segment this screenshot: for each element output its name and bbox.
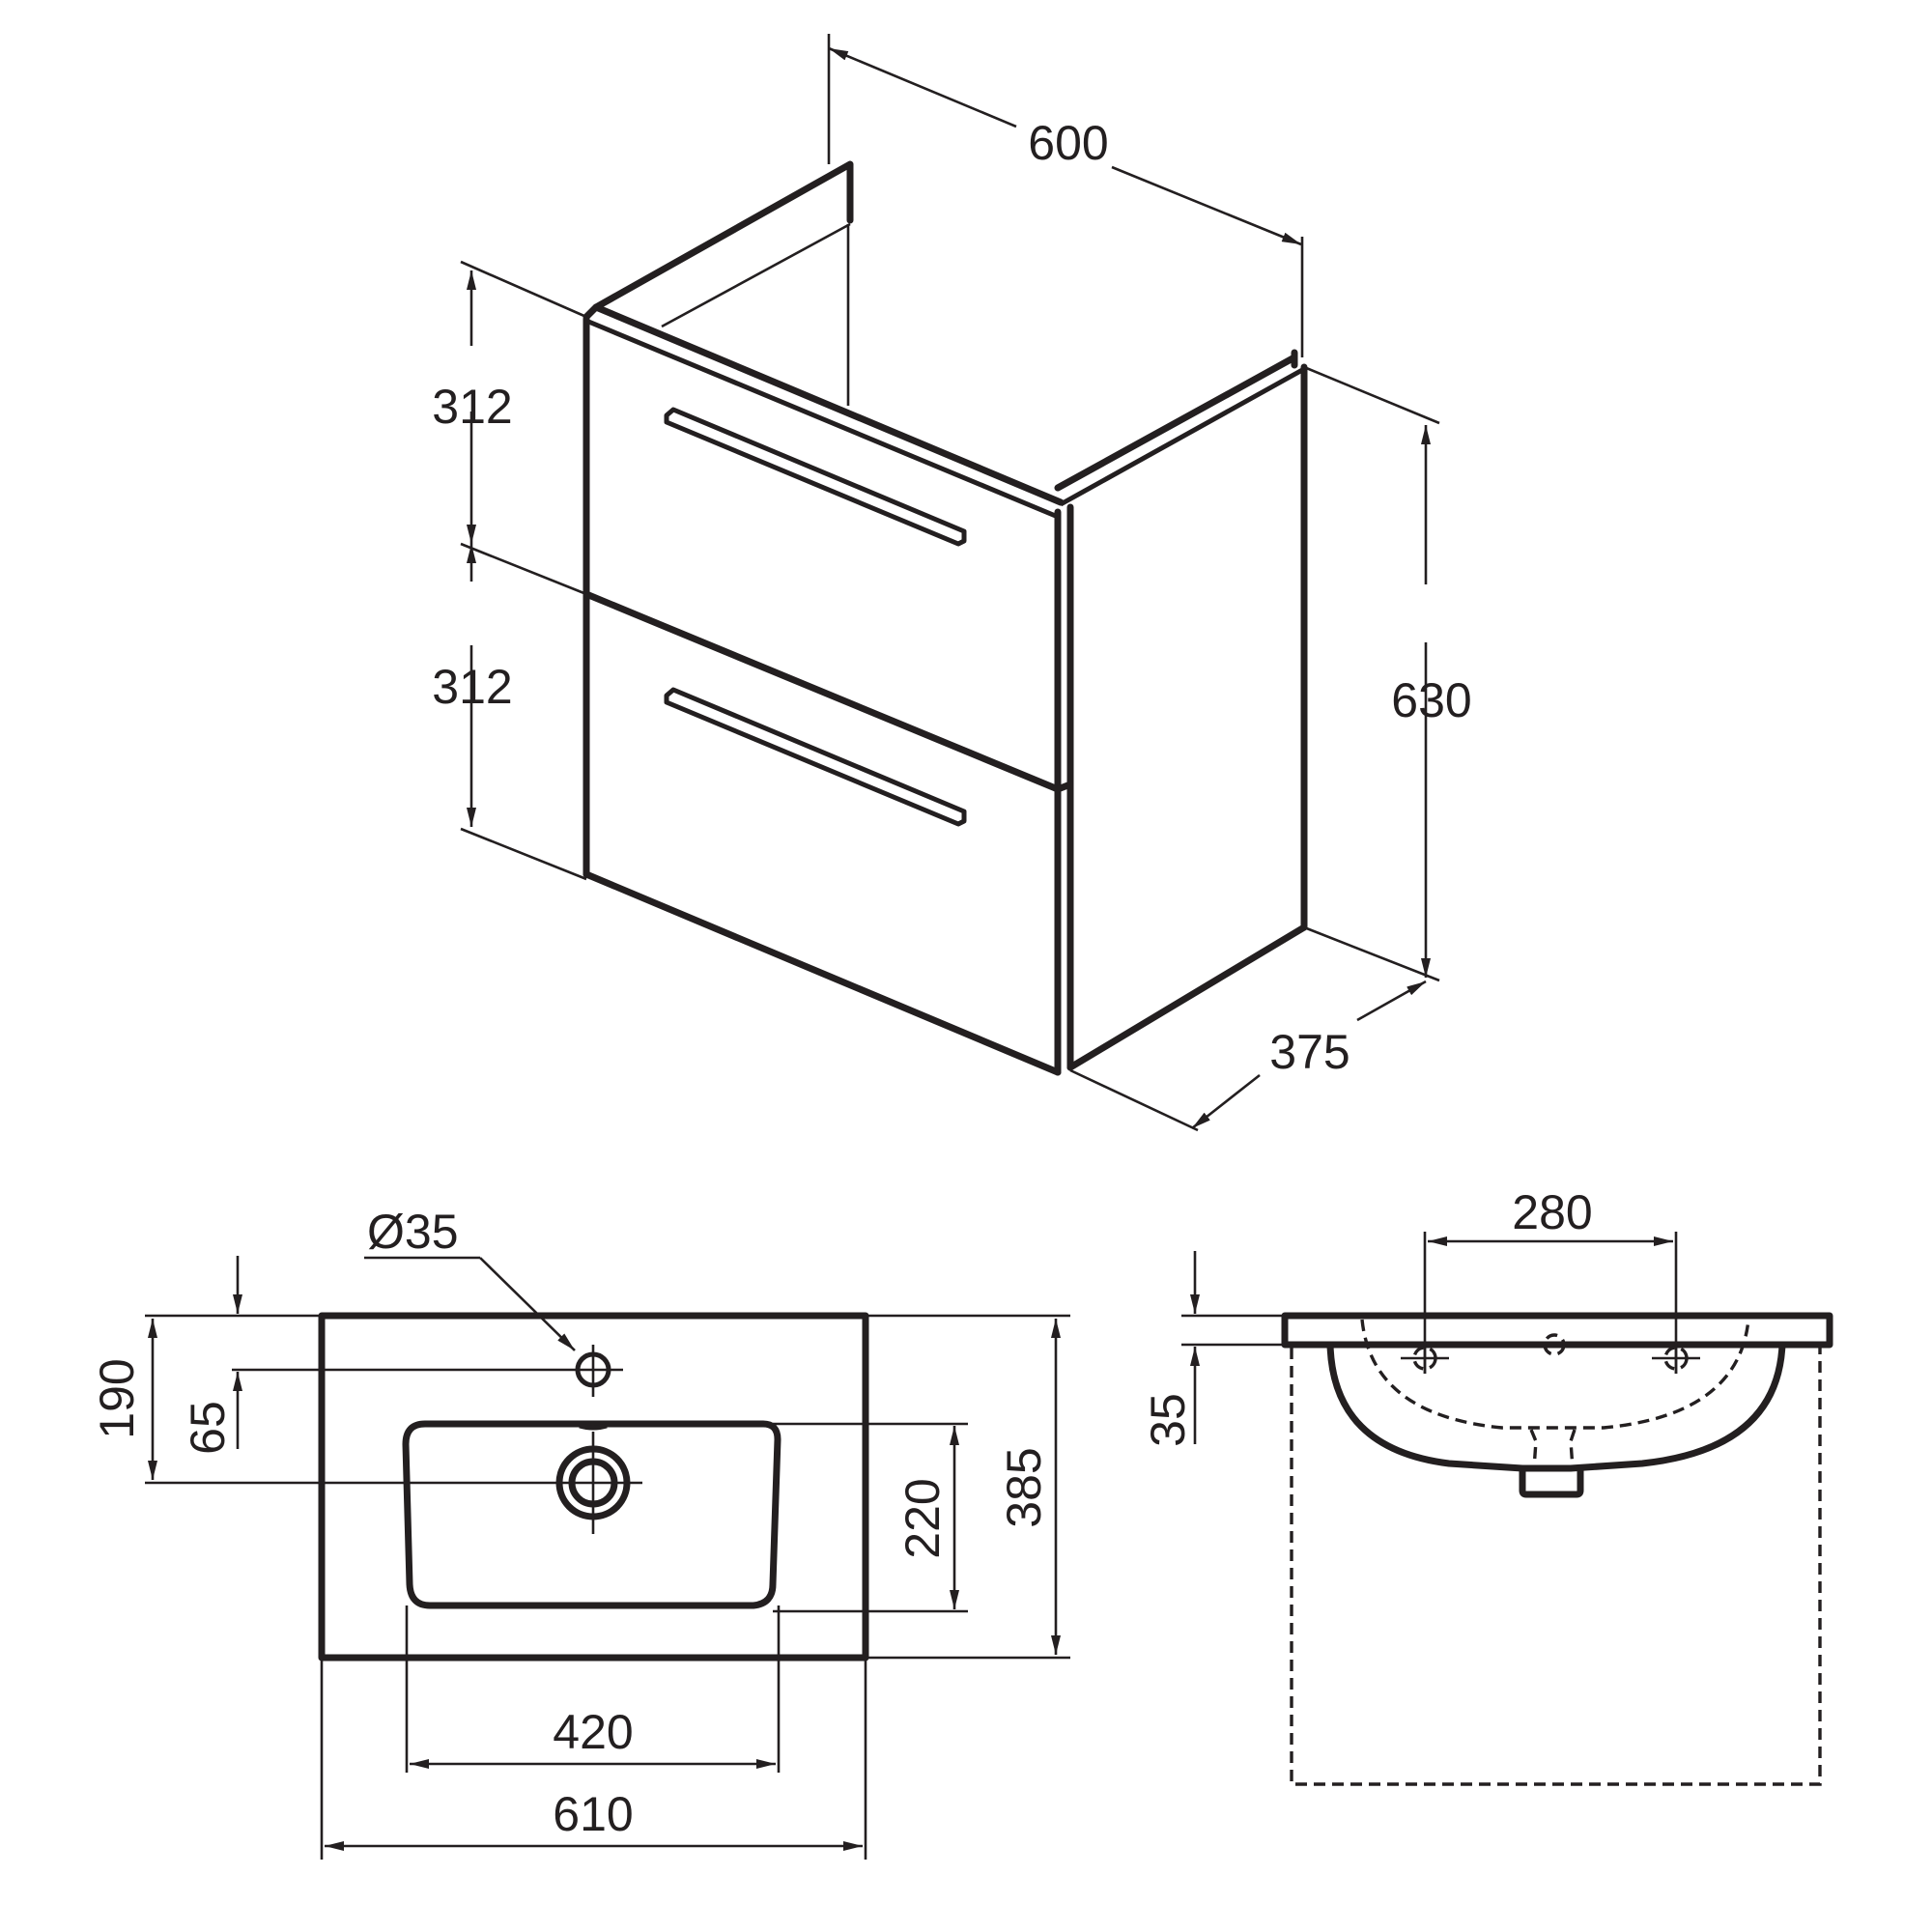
basin-bowl — [402, 1420, 781, 1609]
cabinet-front-face — [582, 315, 1074, 1076]
tap-hole — [232, 1345, 623, 1397]
bowl-inner-hidden — [1360, 1319, 1750, 1430]
cabinet-side-panel — [1066, 363, 1308, 1071]
cabinet-outline-hidden — [1290, 1348, 1822, 1786]
drawer-handle-top — [664, 407, 967, 547]
dim-label-tap-diameter: Ø35 — [367, 1205, 459, 1259]
waste-hidden-lines — [1529, 1429, 1577, 1469]
dimension-drawer-bottom-312: 312 — [432, 544, 587, 881]
dim-label-600: 600 — [1028, 116, 1108, 170]
dimension-tap-diameter: Ø35 — [364, 1205, 576, 1351]
dim-label-630: 630 — [1391, 673, 1471, 727]
dimension-190: 190 — [90, 1314, 322, 1480]
dimension-220: 220 — [773, 1422, 968, 1613]
basin-top-view: Ø35 190 65 220 385 — [90, 1205, 1070, 1860]
dimension-610: 610 — [320, 1658, 867, 1860]
dim-label-385: 385 — [997, 1447, 1051, 1527]
isometric-cabinet-view: 600 312 312 630 37 — [432, 34, 1472, 1132]
dimension-280: 280 — [1423, 1185, 1678, 1374]
dim-label-312-bottom: 312 — [432, 660, 512, 714]
dimension-width-600: 600 — [827, 34, 1304, 357]
dimension-drawer-top-312: 312 — [432, 260, 587, 596]
waste-outlet — [145, 1423, 642, 1534]
dimension-35: 35 — [1141, 1251, 1285, 1447]
dim-label-65: 65 — [181, 1401, 235, 1455]
dimension-385: 385 — [866, 1314, 1070, 1660]
dim-label-280: 280 — [1512, 1185, 1592, 1239]
dim-label-35: 35 — [1141, 1393, 1195, 1447]
cabinet-top-edges — [582, 303, 1306, 520]
dim-label-220: 220 — [895, 1478, 950, 1558]
dimension-65: 65 — [181, 1256, 242, 1455]
drawer-handle-bottom — [664, 687, 967, 827]
basin-rim — [1281, 1312, 1833, 1349]
cabinet-back-rail — [592, 160, 854, 406]
basin-outline — [318, 1312, 869, 1662]
tap-hole-hidden — [1543, 1333, 1566, 1356]
dim-label-610: 610 — [553, 1787, 633, 1841]
dimension-depth-375: 375 — [1069, 980, 1427, 1132]
dimension-420: 420 — [405, 1605, 781, 1773]
dim-label-312-top: 312 — [432, 380, 512, 434]
waste-spigot — [1519, 1464, 1584, 1498]
basin-front-view: 280 35 — [1141, 1185, 1833, 1786]
dimension-height-630: 630 — [1303, 365, 1472, 982]
dim-label-375: 375 — [1269, 1025, 1350, 1079]
dim-label-420: 420 — [553, 1705, 633, 1759]
dim-label-190: 190 — [90, 1358, 144, 1438]
basin-bowl-profile — [1326, 1341, 1786, 1472]
